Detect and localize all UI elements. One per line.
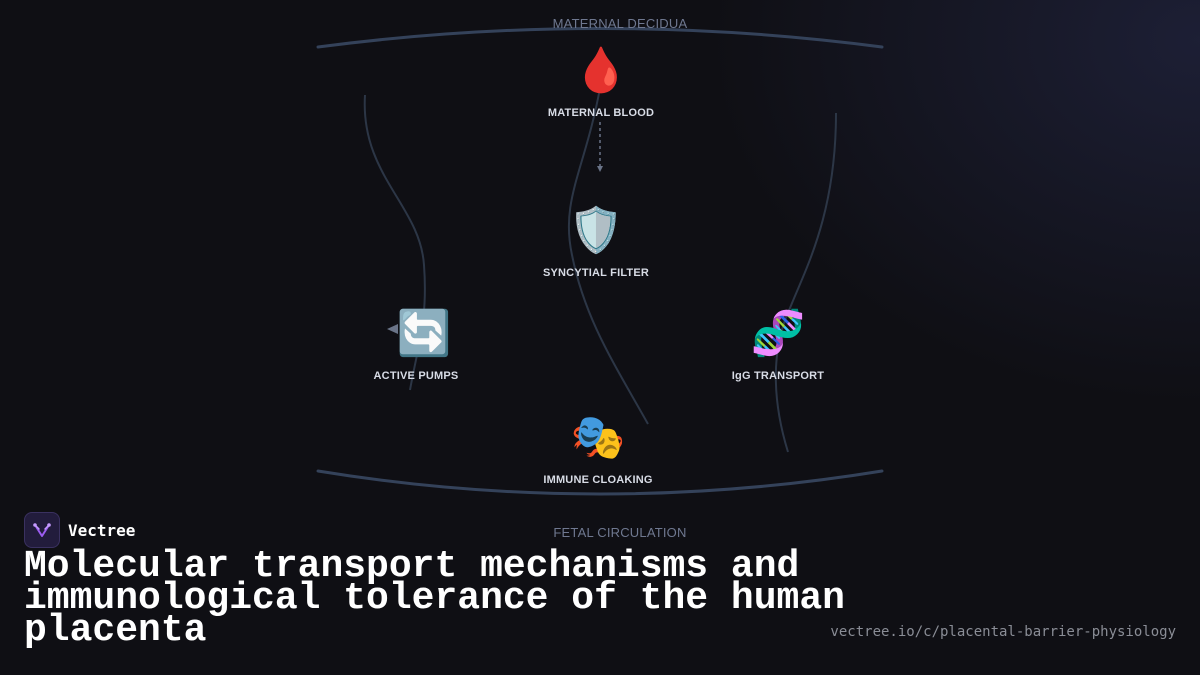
left-flow-line: [363, 94, 426, 391]
vectree-logo-icon: [24, 512, 60, 548]
syncytial-filter-node: 🛡️ SYNCYTIAL FILTER: [506, 205, 686, 280]
maternal-blood-label: MATERNAL BLOOD: [547, 107, 655, 119]
fetal-circulation-label: FETAL CIRCULATION: [553, 525, 687, 540]
maternal-blood-node: 🩸 MATERNAL BLOOD: [511, 45, 691, 120]
dna-icon: 🧬: [750, 308, 806, 359]
immune-cloaking-node: 🎭 IMMUNE CLOAKING: [508, 412, 688, 487]
brand-name: Vectree: [68, 520, 136, 540]
active-pumps-label: ACTIVE PUMPS: [373, 370, 459, 382]
masks-icon: 🎭: [570, 412, 626, 463]
igg-transport-node: 🧬 IgG TRANSPORT: [688, 308, 868, 383]
dashed-arrow-head: [597, 166, 603, 172]
maternal-boundary-curve: [316, 27, 884, 49]
right-flow-line: [774, 112, 837, 453]
page-title: Molecular transport mechanisms and immun…: [24, 545, 845, 652]
active-pumps-node: 🔄 ACTIVE PUMPS: [326, 308, 506, 383]
fetal-boundary-curve: [316, 469, 884, 496]
syncytial-filter-label: SYNCYTIAL FILTER: [542, 267, 650, 279]
blood-drop-icon: 🩸: [573, 45, 629, 96]
igg-transport-label: IgG TRANSPORT: [731, 370, 825, 382]
brand: Vectree: [24, 512, 135, 548]
pump-arrow-head: [387, 324, 398, 334]
immune-cloaking-label: IMMUNE CLOAKING: [543, 474, 653, 486]
maternal-decidua-label: MATERNAL DECIDUA: [552, 16, 688, 31]
source-url[interactable]: vectree.io/c/placental-barrier-physiolog…: [830, 624, 1176, 640]
shield-icon: 🛡️: [568, 205, 624, 256]
cycle-arrows-icon: 🔄: [396, 308, 452, 359]
center-flow-line: [567, 87, 649, 425]
